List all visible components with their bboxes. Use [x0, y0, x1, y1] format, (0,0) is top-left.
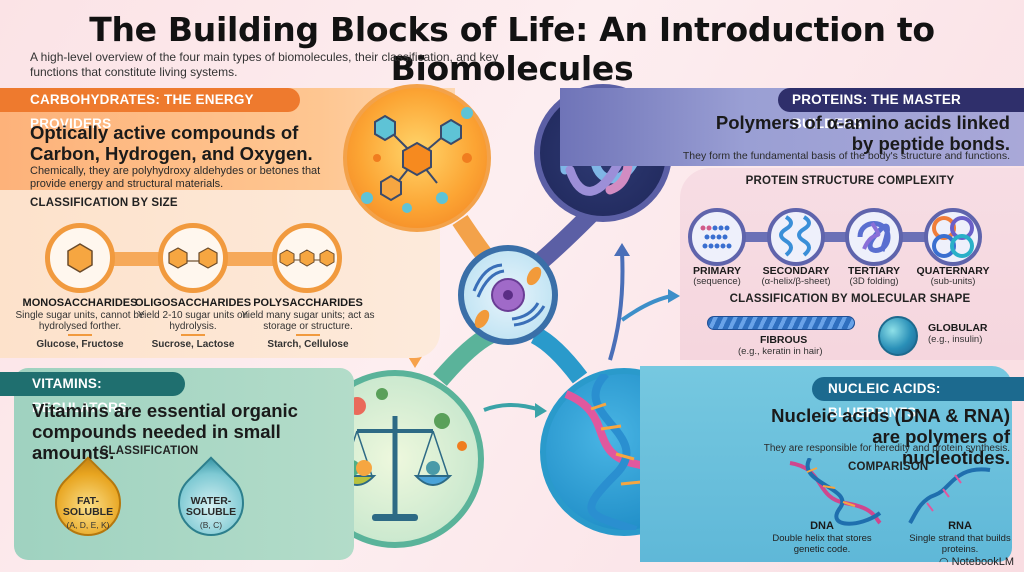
water-soluble-label-line1: WATER- — [190, 495, 232, 507]
fibrous-label: FIBROUS — [760, 334, 808, 346]
monosaccharides-title: MONOSACCHARIDES — [22, 297, 138, 309]
fat-soluble-label-line1: FAT- — [77, 495, 99, 507]
quaternary-structure-node — [924, 208, 982, 266]
oligosaccharides-examples: Sucrose, Lactose — [151, 339, 235, 350]
carbohydrates-classification-title: CLASSIFICATION BY SIZE — [30, 197, 178, 209]
polysaccharides-examples: Starch, Cellulose — [267, 339, 349, 350]
secondary-label: SECONDARY — [762, 265, 830, 277]
cell-to-protein-arrow — [608, 251, 625, 361]
cell-to-protein-class-arrow — [620, 294, 673, 322]
secondary-sublabel: (α-helix/β-sheet) — [761, 276, 831, 287]
alpha-helix-icon — [779, 215, 811, 257]
rna-small-icon — [908, 467, 991, 525]
proteins-headline: Polymers of α-amino acids linked by pept… — [715, 112, 1010, 154]
fat-soluble-label: FAT- SOLUBLE — [53, 496, 123, 518]
quaternary-label: QUATERNARY — [916, 265, 990, 277]
monosaccharide-node — [45, 223, 115, 293]
molecular-shape-title: CLASSIFICATION BY MOLECULAR SHAPE — [729, 293, 971, 305]
3d-fold-icon — [857, 221, 891, 253]
rna-label: RNA — [948, 520, 972, 532]
monosaccharides-examples: Glucose, Fructose — [36, 339, 124, 350]
divider — [296, 334, 320, 336]
water-soluble-label-line2: SOLUBLE — [185, 506, 237, 518]
vitamins-headline: Vitamins are essential organic compounds… — [32, 400, 298, 463]
fat-soluble-label-line2: SOLUBLE — [62, 506, 114, 518]
dna-small-icon — [789, 458, 882, 526]
structure-connector — [710, 232, 960, 242]
primary-structure-node — [688, 208, 746, 266]
proteins-body: They form the fundamental basis of the b… — [682, 150, 1010, 162]
tertiary-structure-node — [845, 208, 903, 266]
comparison-title: COMPARISON — [848, 461, 929, 473]
polysaccharides-title: POLYSACCHARIDES — [253, 297, 363, 309]
double-hexagon-ring-icon — [168, 247, 218, 269]
carbohydrates-body: Chemically, they are polyhydroxy aldehyd… — [30, 165, 321, 190]
brand-name: NotebookLM — [951, 556, 1014, 568]
divider — [68, 334, 92, 336]
nucleic-acids-banner: NUCLEIC ACIDS: BLUEPRINTS — [812, 377, 1024, 420]
primary-label: PRIMARY — [692, 265, 742, 277]
chain-hexagon-ring-icon — [279, 249, 335, 267]
secondary-structure-node — [767, 208, 825, 266]
polysaccharides-description: Yield many sugar units; act as storage o… — [241, 310, 375, 332]
arrowhead-up-icon — [614, 243, 630, 256]
cell-illustration — [458, 245, 558, 345]
polysaccharide-node — [272, 223, 342, 293]
divider — [181, 334, 205, 336]
dna-description: Double helix that stores genetic code. — [772, 533, 872, 555]
molecule-icon — [361, 107, 473, 213]
oligosaccharides-description: Yield 2-10 sugar units on hydrolysis. — [137, 310, 249, 332]
primary-sublabel: (sequence) — [693, 276, 741, 287]
carbohydrates-banner: CARBOHYDRATES: THE ENERGY PROVIDERS — [0, 88, 300, 131]
single-hexagon-ring-icon — [67, 243, 93, 273]
amino-acid-chain-icon — [700, 225, 732, 249]
globular-protein-icon — [878, 316, 918, 356]
subunits-icon — [932, 216, 974, 258]
quaternary-sublabel: (sub-units) — [930, 276, 976, 287]
nucleic-acids-headline: Nucleic acids (DNA & RNA) are polymers o… — [771, 405, 1010, 468]
fat-soluble-vitamins: (A, D, E, K) — [66, 520, 110, 530]
arrowhead-down-icon — [407, 355, 423, 368]
page-subtitle: A high-level overview of the four main t… — [30, 50, 499, 79]
protein-structure-title: PROTEIN STRUCTURE COMPLEXITY — [745, 175, 955, 187]
water-soluble-label: WATER- SOLUBLE — [176, 496, 246, 518]
tertiary-label: TERTIARY — [847, 265, 901, 277]
vitamins-classification-title: CLASSIFICATION — [100, 445, 199, 457]
nucleic-acids-body: They are responsible for heredity and pr… — [763, 443, 1010, 454]
tertiary-sublabel: (3D folding) — [849, 276, 899, 287]
arrowhead-right-icon — [668, 289, 680, 303]
rna-description: Single strand that builds proteins. — [909, 533, 1011, 555]
monosaccharides-description: Single sugar units, cannot be hydrolysed… — [15, 310, 145, 332]
oligosaccharide-node — [158, 223, 228, 293]
globular-label: GLOBULAR — [928, 322, 988, 334]
vitamin-to-nucleic-arrow — [483, 403, 541, 412]
notebooklm-logo-icon: ◠ — [939, 556, 949, 568]
dna-label: DNA — [810, 520, 834, 532]
cell-icon — [472, 263, 546, 329]
fibrous-sublabel: (e.g., keratin in hair) — [738, 346, 823, 357]
carbohydrate-molecule-illustration — [343, 84, 491, 232]
globular-sublabel: (e.g., insulin) — [928, 334, 983, 345]
fibrous-protein-icon — [707, 316, 855, 330]
page-title: The Building Blocks of Life: An Introduc… — [89, 10, 935, 88]
water-soluble-vitamins: (B, C) — [199, 520, 223, 530]
carbohydrates-headline: Optically active compounds of Carbon, Hy… — [30, 122, 313, 164]
proteins-banner: PROTEINS: THE MASTER BUILDERS — [778, 88, 1024, 131]
vitamins-banner: VITAMINS: REGULATORS — [0, 372, 185, 415]
arrowhead-right-icon — [535, 403, 547, 418]
brand-watermark: ◠NotebookLM — [939, 555, 1014, 568]
oligosaccharides-title: OLIGOSACCHARIDES — [134, 297, 252, 309]
